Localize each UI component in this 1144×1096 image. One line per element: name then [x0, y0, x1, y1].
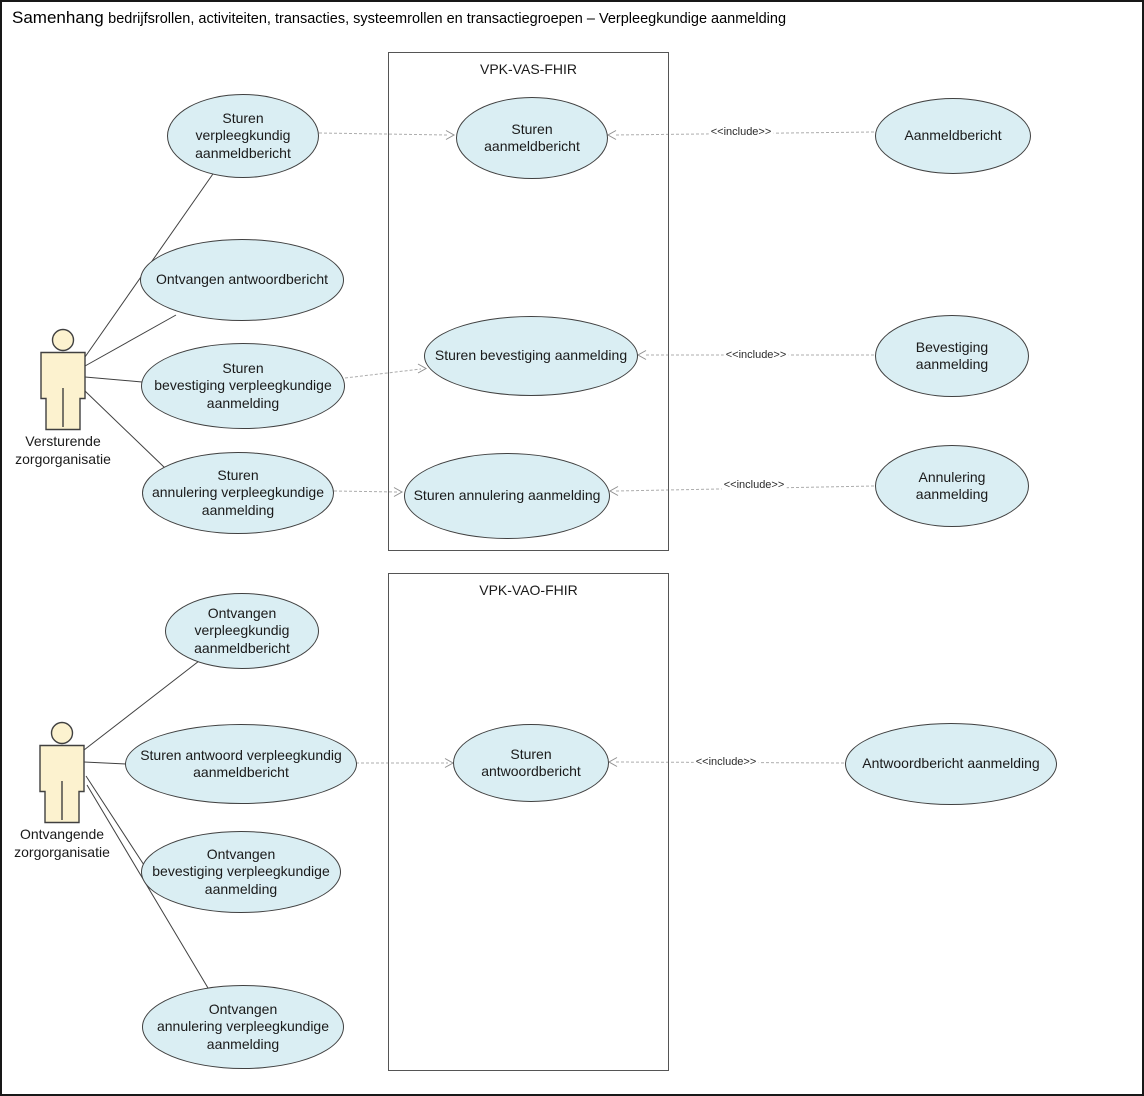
use-case-sturen-antwoordbericht[interactable]: Sturen antwoordbericht	[453, 724, 609, 802]
use-case-label: Sturen verpleegkundig aanmeldbericht	[195, 109, 291, 161]
use-case-label: Annulering aanmelding	[915, 468, 989, 503]
actor-versturende-zorgorganisatie-figure[interactable]	[40, 328, 86, 431]
use-case-label: Bevestiging aanmelding	[915, 338, 989, 373]
use-case-sturen-verpleegkundig-aanmeldbericht[interactable]: Sturen verpleegkundig aanmeldbericht	[167, 94, 319, 178]
system-box-vpk-vas-fhir[interactable]: VPK-VAS-FHIR	[388, 52, 669, 551]
actor-ontvangende-zorgorganisatie-figure[interactable]	[39, 721, 85, 824]
use-case-label: Sturen antwoord verpleegkundig aanmeldbe…	[140, 746, 342, 781]
use-case-label: Sturen bevestiging verpleegkundige aanme…	[154, 359, 332, 411]
use-case-label: Ontvangen bevestiging verpleegkundige aa…	[152, 845, 330, 897]
use-case-sturen-annulering-verpleegkundige-aanmelding[interactable]: Sturen annulering verpleegkundige aanmel…	[142, 452, 334, 534]
actor-versturende-zorgorganisatie-label: Versturende zorgorganisatie	[15, 433, 111, 468]
use-case-label: Sturen aanmeldbericht	[484, 120, 580, 155]
include-label: <<include>>	[721, 478, 787, 492]
use-case-antwoordbericht-aanmelding[interactable]: Antwoordbericht aanmelding	[845, 723, 1057, 805]
use-case-sturen-bevestiging-verpleegkundige-aanmelding[interactable]: Sturen bevestiging verpleegkundige aanme…	[141, 343, 345, 429]
use-case-annulering-aanmelding[interactable]: Annulering aanmelding	[875, 445, 1029, 527]
use-case-label: Sturen annulering aanmelding	[413, 487, 601, 504]
diagram-title-rest: bedrijfsrollen, activiteiten, transactie…	[108, 11, 787, 27]
use-case-sturen-antwoord-verpleegkundig-aanmeldbericht[interactable]: Sturen antwoord verpleegkundig aanmeldbe…	[125, 724, 357, 804]
use-case-label: Sturen bevestiging aanmelding	[434, 347, 628, 364]
use-case-bevestiging-aanmelding[interactable]: Bevestiging aanmelding	[875, 315, 1029, 397]
use-case-label: Sturen antwoordbericht	[481, 745, 581, 780]
include-label: <<include>>	[723, 348, 789, 362]
system-box-vpk-vao-fhir[interactable]: VPK-VAO-FHIR	[388, 573, 669, 1071]
diagram-title: Samenhang bedrijfsrollen, activiteiten, …	[12, 8, 786, 28]
diagram-title-lead: Samenhang	[12, 8, 104, 27]
include-label: <<include>>	[693, 755, 759, 769]
include-label: <<include>>	[708, 125, 774, 139]
use-case-ontvangen-bevestiging-verpleegkundige-aanmelding[interactable]: Ontvangen bevestiging verpleegkundige aa…	[141, 831, 341, 913]
use-case-ontvangen-verpleegkundig-aanmeldbericht[interactable]: Ontvangen verpleegkundig aanmeldbericht	[165, 593, 319, 669]
use-case-label: Ontvangen verpleegkundig aanmeldbericht	[194, 604, 290, 656]
system-box-title: VPK-VAS-FHIR	[480, 61, 577, 77]
actor-ontvangende-zorgorganisatie-label: Ontvangende zorgorganisatie	[14, 826, 110, 861]
use-case-sturen-bevestiging-aanmelding[interactable]: Sturen bevestiging aanmelding	[424, 316, 638, 396]
use-case-aanmeldbericht[interactable]: Aanmeldbericht	[875, 98, 1031, 174]
use-case-label: Antwoordbericht aanmelding	[862, 755, 1040, 772]
use-case-sturen-aanmeldbericht[interactable]: Sturen aanmeldbericht	[456, 97, 608, 179]
use-case-label: Ontvangen annulering verpleegkundige aan…	[156, 1000, 330, 1052]
use-case-label: Aanmeldbericht	[904, 127, 1002, 144]
use-case-sturen-annulering-aanmelding[interactable]: Sturen annulering aanmelding	[404, 453, 610, 539]
use-case-ontvangen-antwoordbericht[interactable]: Ontvangen antwoordbericht	[140, 239, 344, 321]
use-case-label: Ontvangen antwoordbericht	[156, 271, 328, 288]
system-box-title: VPK-VAO-FHIR	[479, 582, 578, 598]
use-case-label: Sturen annulering verpleegkundige aanmel…	[151, 466, 325, 518]
dependency-arrowheads	[393, 130, 647, 768]
use-case-ontvangen-annulering-verpleegkundige-aanmelding[interactable]: Ontvangen annulering verpleegkundige aan…	[142, 985, 344, 1069]
